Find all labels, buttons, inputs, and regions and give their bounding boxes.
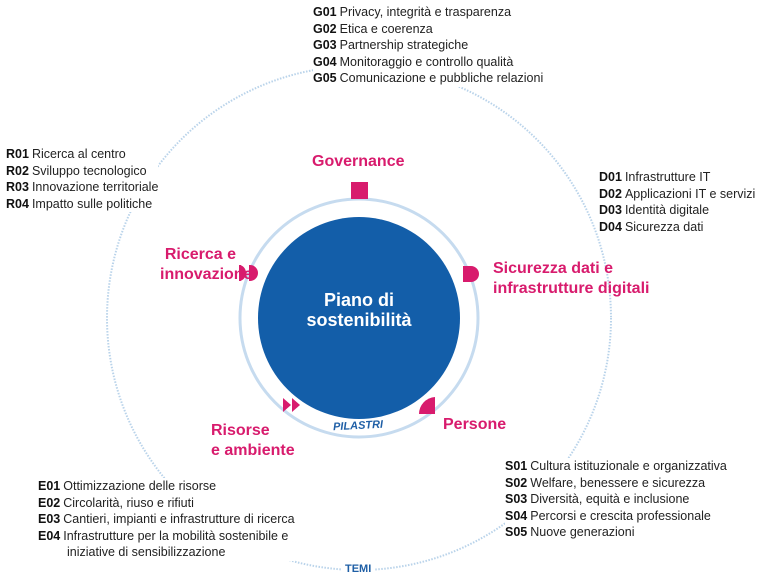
theme-code: D02	[599, 186, 622, 201]
theme-label: Applicazioni IT e servizi	[624, 186, 756, 201]
theme-code: S05	[505, 525, 528, 539]
theme-code: E03	[38, 512, 61, 526]
theme-label: Cultura istituzionale e organizzativa	[530, 459, 727, 473]
theme-label-continued: iniziative di sensibilizzazione	[67, 545, 226, 559]
theme-code: R01	[6, 147, 29, 161]
half-round-icon	[463, 266, 479, 282]
square-icon	[351, 182, 368, 199]
double-triangle-icon	[283, 398, 300, 412]
theme-code: G02	[313, 21, 337, 36]
theme-label: Diversità, equità e inclusione	[530, 492, 690, 506]
center-line-2: sostenibilità	[306, 310, 412, 330]
theme-code: E02	[38, 495, 61, 510]
theme-label: Sviluppo tecnologico	[31, 163, 147, 178]
theme-code: D03	[599, 203, 622, 217]
theme-code: S02	[505, 475, 528, 490]
theme-code: G01	[313, 5, 337, 19]
temi-label: TEMI	[342, 563, 375, 575]
theme-code: G04	[313, 54, 337, 69]
theme-code: S01	[505, 459, 528, 473]
theme-label: Sicurezza dati	[624, 219, 704, 234]
outer-ring-temi	[106, 65, 612, 571]
quarter-circle-icon	[418, 397, 435, 414]
theme-label: Ricerca al centro	[31, 147, 126, 161]
double-half-round-icon	[239, 265, 258, 281]
pillar-sicurezza: Sicurezza dati e infrastrutture digitali	[493, 259, 649, 299]
theme-label: Ottimizzazione delle risorse	[63, 479, 217, 493]
pillar-label: Persone	[443, 416, 507, 433]
pillar-label: Risorse	[211, 422, 270, 439]
theme-code: D01	[599, 170, 622, 184]
theme-label: Nuove generazioni	[530, 525, 635, 539]
center-line-1: Piano di	[323, 290, 394, 310]
theme-code: E01	[38, 479, 61, 493]
theme-label: Infrastrutture per la mobilità sostenibi…	[63, 528, 289, 543]
pillar-label: infrastrutture digitali	[493, 280, 650, 297]
theme-label: Innovazione territoriale	[31, 180, 159, 194]
theme-label: Cantieri, impianti e infrastrutture di r…	[63, 512, 295, 526]
theme-code: G05	[313, 71, 337, 85]
pillar-ricerca: Ricerca e innovazione	[160, 245, 253, 285]
theme-label: Identità digitale	[624, 203, 710, 217]
pillar-label: Ricerca e	[164, 246, 236, 263]
core-circle	[258, 217, 460, 419]
theme-label: Comunicazione e pubbliche relazioni	[339, 71, 544, 85]
pillar-label: Sicurezza dati e	[493, 260, 614, 277]
theme-code: R02	[6, 163, 29, 178]
theme-label: Impatto sulle politiche	[31, 196, 153, 211]
theme-code: S03	[505, 492, 528, 506]
theme-label: Etica e coerenza	[339, 21, 433, 36]
pillar-label: e ambiente	[211, 442, 295, 459]
theme-label: Partnership strategiche	[339, 38, 469, 52]
theme-code: G03	[313, 38, 337, 52]
center-title: Piano di sostenibilità	[259, 290, 459, 330]
theme-label: Welfare, benessere e sicurezza	[530, 475, 706, 490]
theme-code: R04	[6, 196, 29, 211]
theme-label: Monitoraggio e controllo qualità	[339, 54, 514, 69]
theme-label: Percorsi e crescita professionale	[530, 508, 711, 523]
pillar-governance: Governance	[312, 152, 404, 172]
theme-code: R03	[6, 180, 29, 194]
theme-code: S04	[505, 508, 528, 523]
pillar-label: Governance	[312, 153, 405, 170]
pillar-risorse: Risorse e ambiente	[211, 421, 295, 461]
theme-code: D04	[599, 219, 622, 234]
theme-label: Infrastrutture IT	[624, 170, 711, 184]
theme-label: Privacy, integrità e trasparenza	[339, 5, 512, 19]
pillar-label: innovazione	[160, 266, 253, 283]
theme-label: Circolarità, riuso e rifiuti	[63, 495, 194, 510]
pillar-persone: Persone	[443, 415, 506, 435]
theme-code: E04	[38, 528, 61, 543]
